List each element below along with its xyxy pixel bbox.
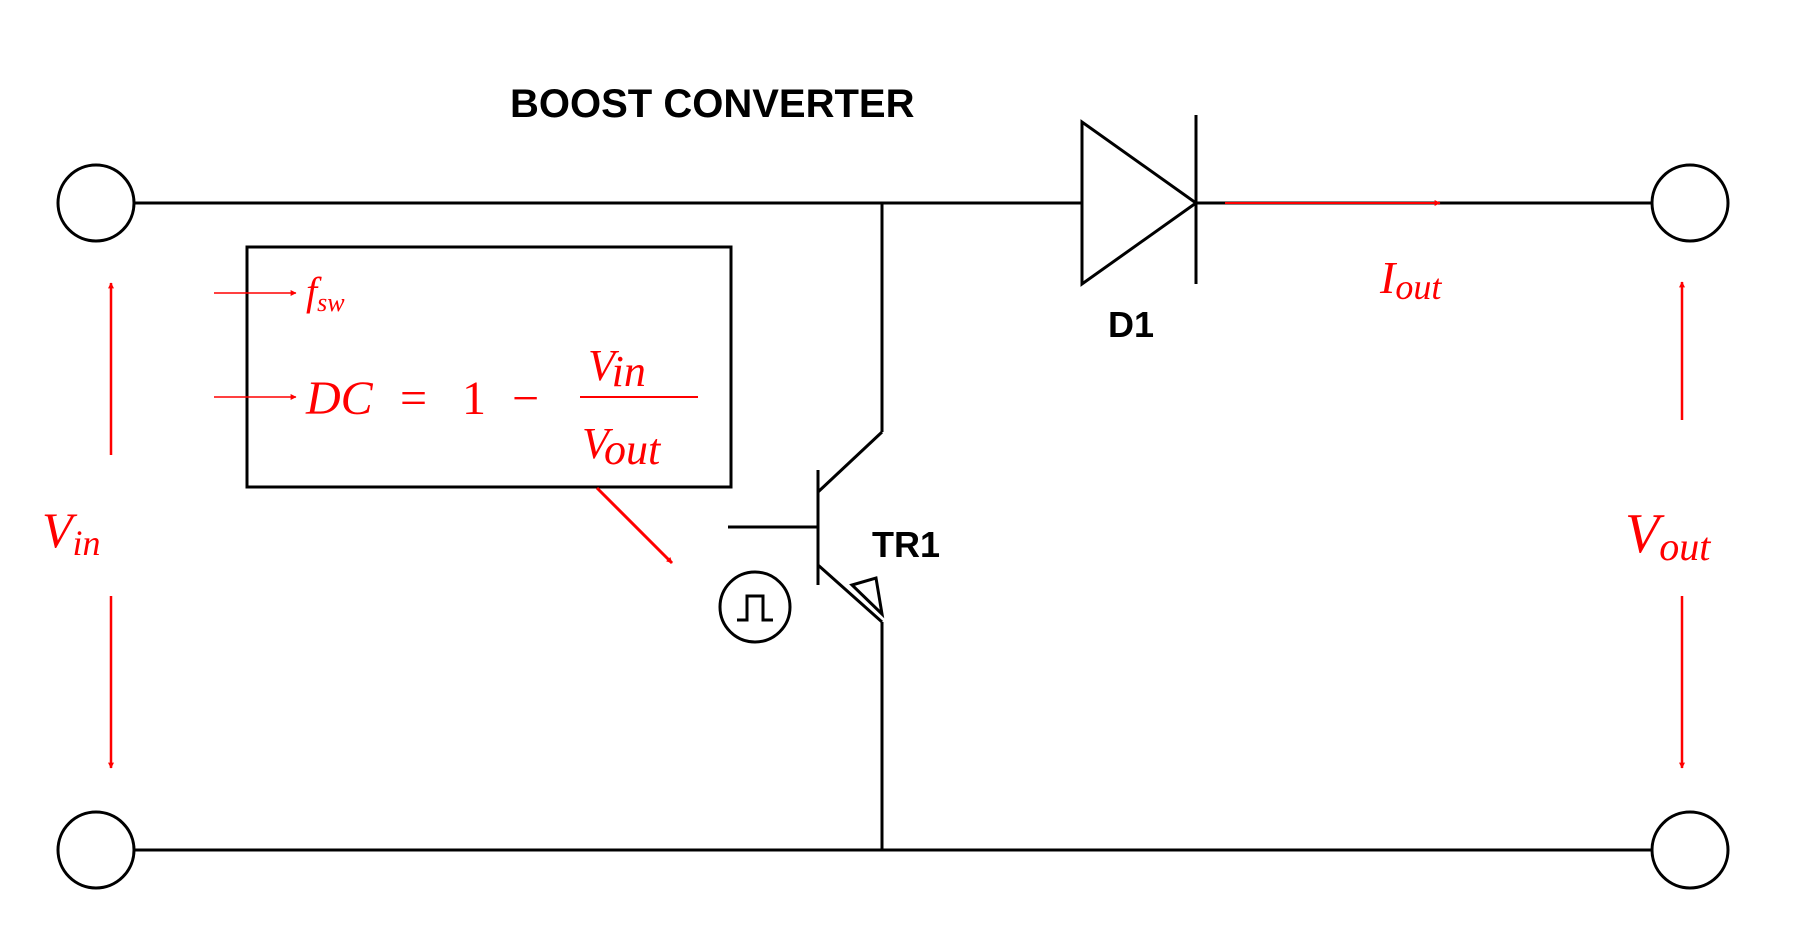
transistor-collector-leg	[816, 430, 884, 494]
transistor-tr1	[728, 430, 885, 624]
duty-cycle-minus: −	[512, 372, 539, 425]
vout-label: Vout	[1625, 503, 1711, 569]
duty-cycle-equals: =	[400, 372, 427, 425]
transistor-label: TR1	[872, 524, 940, 565]
duty-cycle-formula: DC = 1 − Vin Vout	[305, 341, 698, 474]
fsw-label: fsw	[306, 269, 345, 317]
pulse-source-circle	[718, 570, 792, 644]
diode-d1	[1080, 115, 1199, 287]
duty-cycle-denominator: Vout	[582, 419, 662, 474]
duty-cycle-lhs: DC	[305, 372, 374, 425]
duty-cycle-one: 1	[462, 372, 486, 425]
control-signal-arrow	[595, 486, 674, 565]
output-terminal-top	[1650, 163, 1730, 243]
transistor-emitter-arrow	[849, 576, 885, 619]
pulse-icon	[737, 594, 773, 622]
vin-label: Vin	[42, 502, 101, 563]
input-terminal-top	[56, 163, 136, 243]
input-terminal-bottom	[56, 810, 136, 890]
duty-cycle-numerator: Vin	[588, 341, 646, 396]
output-terminal-bottom	[1650, 810, 1730, 890]
iout-label: Iout	[1379, 252, 1442, 307]
diode-anode-triangle	[1080, 119, 1199, 287]
diode-label: D1	[1108, 304, 1154, 345]
controller-box	[245, 245, 733, 489]
diagram-title: BOOST CONVERTER	[510, 82, 915, 126]
transistor-emitter-leg	[817, 563, 883, 624]
